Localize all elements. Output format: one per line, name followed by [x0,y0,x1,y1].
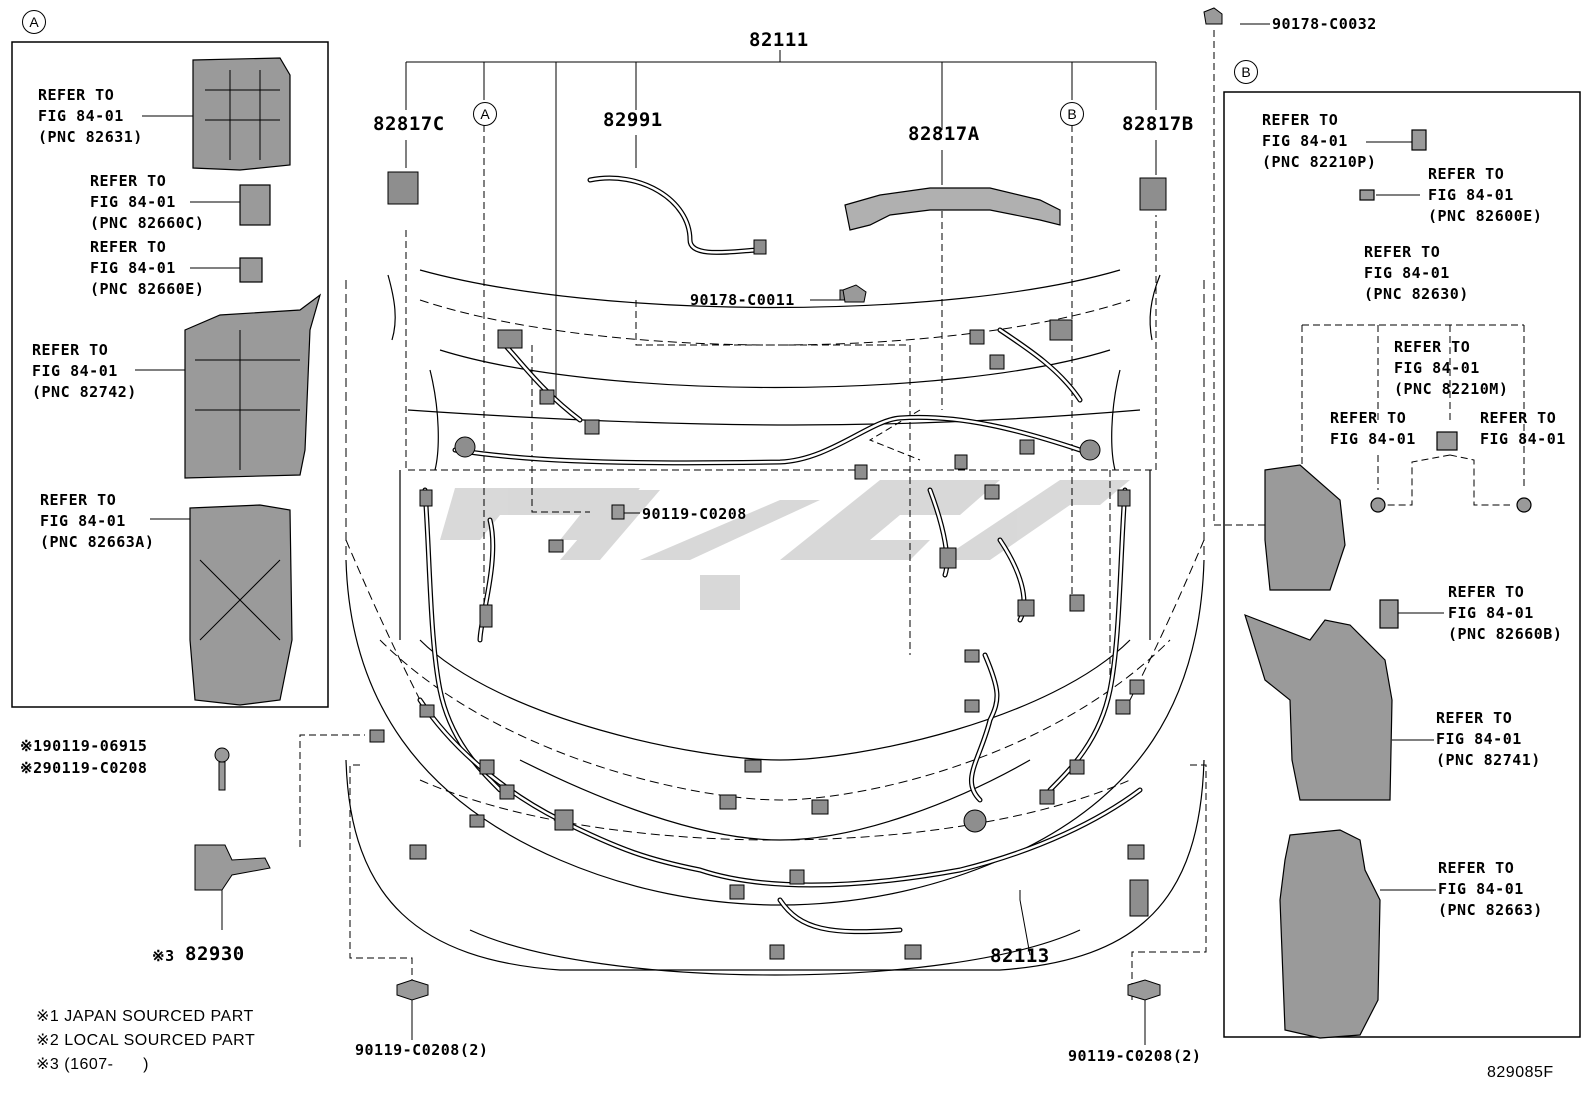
marker-b-box: B [1234,60,1258,84]
marker-a-box: A [22,10,46,34]
note-local: ※2 LOCAL SOURCED PART [36,1032,256,1049]
ref-82210p: REFER TO FIG 84-01 (PNC 82210P) [1262,111,1377,171]
ref-82600e: REFER TO FIG 84-01 (PNC 82600E) [1428,165,1543,225]
note-1607: ※3 (1607- ) [36,1056,149,1073]
connectors [369,171,1167,960]
watermark-logo [440,480,1130,610]
pn-82817a: 82817A [908,123,980,145]
ref-82741: REFER TO FIG 84-01 (PNC 82741) [1436,709,1541,769]
bracket-82817a [844,187,1061,231]
ref-82742: REFER TO FIG 84-01 (PNC 82742) [32,341,137,401]
pn-bolt-right: 90119-C0208(2) [1068,1047,1202,1065]
ref-82631: REFER TO FIG 84-01 (PNC 82631) [38,86,143,146]
pn-90178-c0032: 90178-C0032 [1272,15,1377,33]
fasteners [194,7,1223,1001]
ref-82210m: REFER TO FIG 84-01 (PNC 82210M) [1394,338,1509,398]
vehicle-hidden-lines [345,280,1205,841]
ref-82663a: REFER TO FIG 84-01 (PNC 82663A) [40,491,155,551]
pn-bolt-alt1: ※190119-06915 [20,737,148,755]
note-japan: ※1 JAPAN SOURCED PART [36,1008,254,1025]
box-b-parts [1244,129,1532,1039]
figure-id: 829085F [1487,1064,1554,1081]
pn-82113: 82113 [990,945,1050,967]
pn-82930-prefix: ※3 [152,947,175,965]
box-b-frame [1223,91,1581,1038]
vehicle-outline [345,269,1205,976]
pn-82111: 82111 [749,29,809,51]
pn-bolt-alt2: ※290119-C0208 [20,759,148,777]
main-harness-wires [417,175,1143,935]
pn-82817b: 82817B [1122,113,1194,135]
callout-leaders [135,23,1444,1045]
pn-82817c: 82817C [373,113,445,135]
box-a-parts [184,57,322,706]
ref-82660c: REFER TO FIG 84-01 (PNC 82660C) [90,172,205,232]
pn-82930: 82930 [185,943,245,965]
pn-90178-c0011: 90178-C0011 [690,291,795,309]
box-a-frame [11,41,329,708]
pn-90119-c0208: 90119-C0208 [642,505,747,523]
marker-b-diagram: B [1060,102,1084,126]
ref-82663: REFER TO FIG 84-01 (PNC 82663) [1438,859,1543,919]
ref-82630: REFER TO FIG 84-01 (PNC 82630) [1364,243,1469,303]
ref-82660e: REFER TO FIG 84-01 (PNC 82660E) [90,238,205,298]
ref-bolt-right: REFER TO FIG 84-01 [1480,409,1566,448]
leader-82111 [405,50,1157,400]
ref-82660b: REFER TO FIG 84-01 (PNC 82660B) [1448,583,1563,643]
marker-a-diagram: A [473,102,497,126]
pn-82991: 82991 [603,109,663,131]
ref-bolt-left: REFER TO FIG 84-01 [1330,409,1416,448]
pn-bolt-left: 90119-C0208(2) [355,1041,489,1059]
box-a-part-detail [195,70,300,641]
